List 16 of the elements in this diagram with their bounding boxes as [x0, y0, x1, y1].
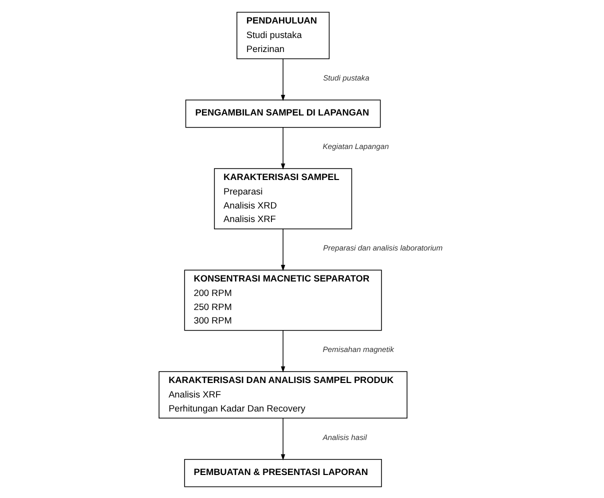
- node-box: KARAKTERISASI DAN ANALISIS SAMPEL PRODUK Analisis XRF Perhitungan Kadar Dan Recovery: [158, 370, 407, 418]
- label: Preparasi dan analisis laboratorium: [322, 243, 442, 252]
- arrow: [280, 228, 285, 271]
- node-box: KONSENTRASI MACNETIC SEPARATOR 200 RPM 250 RPM 300 RPM: [184, 269, 382, 330]
- node-box: PENDAHULUAN Studi pustaka Perizinan: [236, 11, 330, 59]
- label: Analisis hasil: [322, 432, 366, 442]
- label: Studi pustaka: [322, 72, 369, 82]
- arrow: [280, 330, 285, 372]
- node-box: PEMBUATAN & PRESENTASI LAPORAN: [184, 458, 382, 487]
- node-box: KARAKTERISASI SAMPEL Preparasi Analisis XRD Analisis XRF: [213, 168, 352, 229]
- arrow: [280, 417, 285, 460]
- node-box: PENGAMBILAN SAMPEL DI LAPANGAN: [184, 99, 380, 128]
- label: Kegiatan Lapangan: [322, 142, 388, 151]
- arrow: [280, 126, 285, 170]
- label: Pemisahan magnetik: [322, 344, 394, 354]
- arrow: [280, 58, 285, 100]
